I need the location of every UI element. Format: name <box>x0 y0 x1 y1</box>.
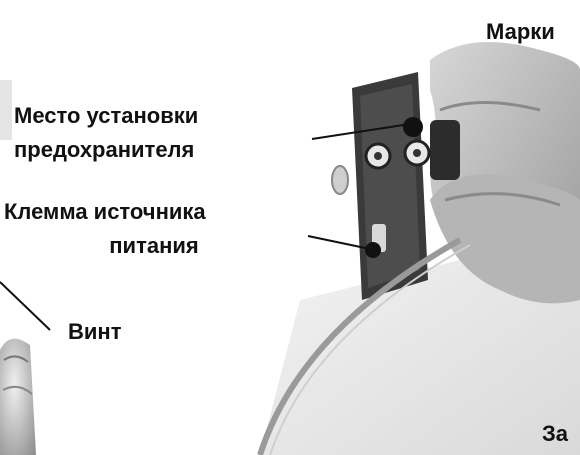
fuse-holder-dot <box>403 117 423 137</box>
power-terminal-label-line1: Клемма источника <box>4 198 206 225</box>
power-terminal-dot <box>365 242 381 258</box>
fuse-card <box>430 120 460 180</box>
left-edge-object <box>0 80 12 140</box>
fuse-location-label-line2: предохранителя <box>14 136 194 163</box>
bottom-right-label: За <box>542 420 568 447</box>
fuse-location-label-line1: Место установки <box>14 102 198 129</box>
top-right-label: Марки <box>486 18 555 45</box>
screw-label: Винт <box>68 318 121 345</box>
power-terminal-label-line2: питания <box>4 232 304 259</box>
side-screw <box>332 166 348 194</box>
